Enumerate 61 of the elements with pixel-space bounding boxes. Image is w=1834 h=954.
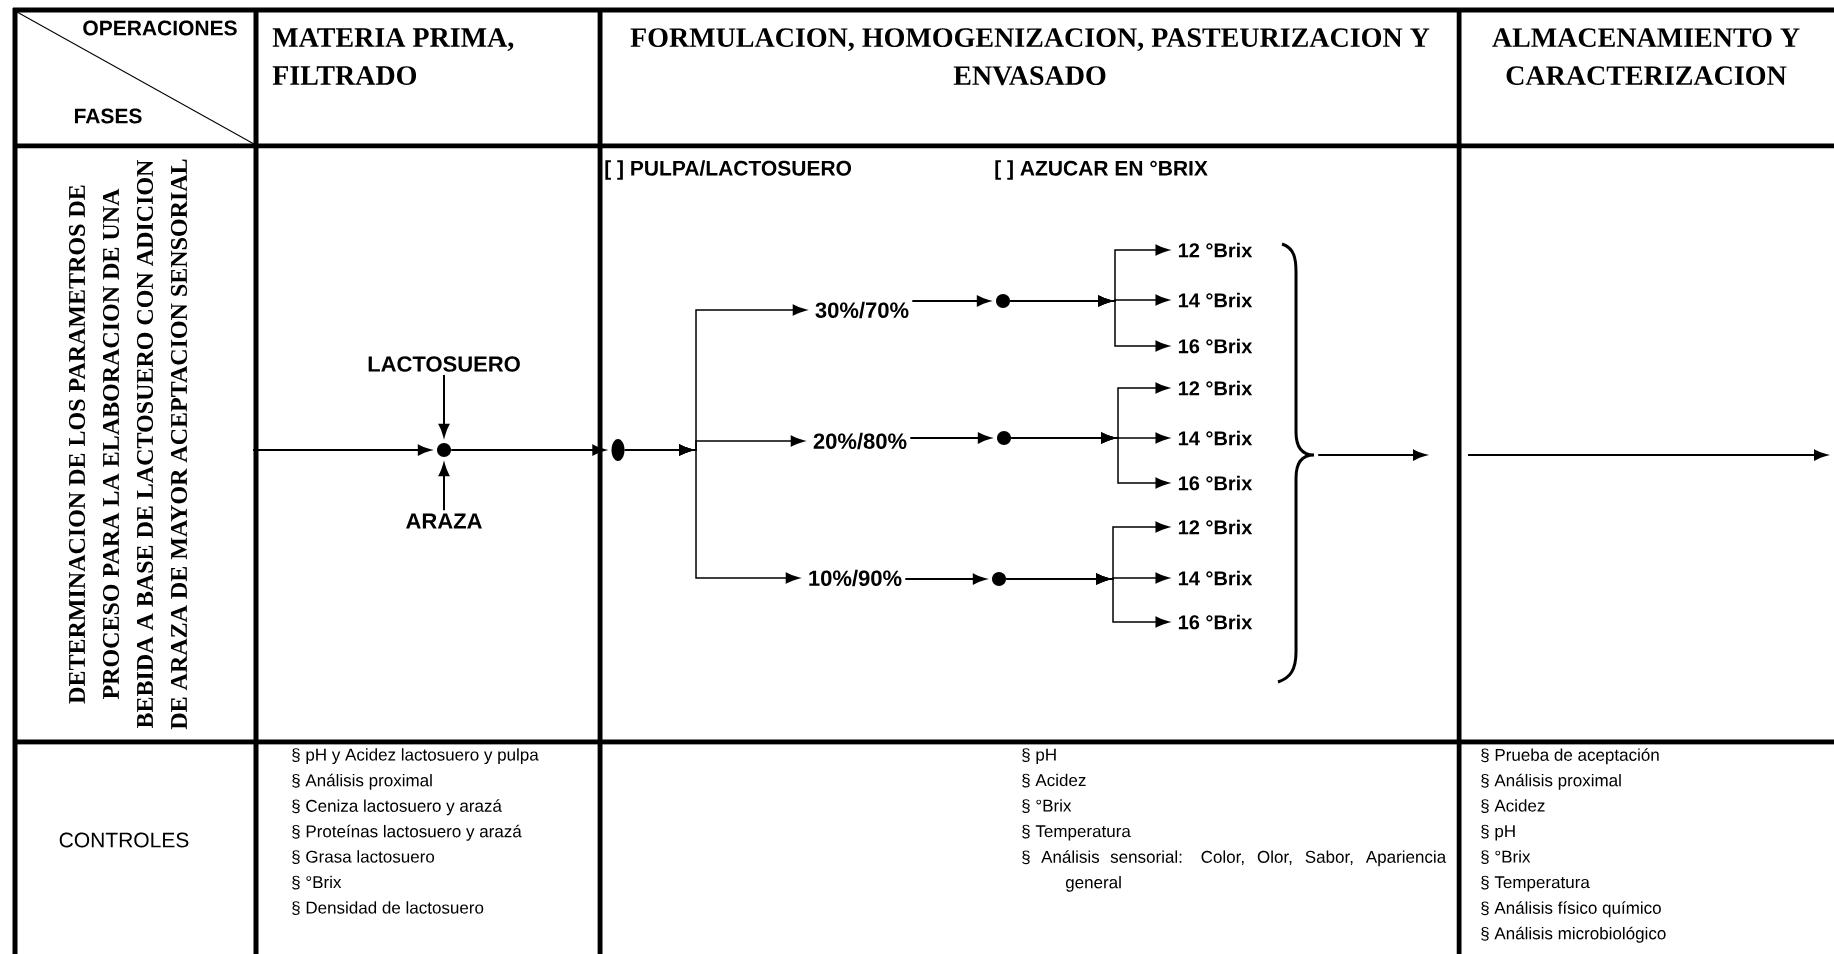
process-label: 14 °Brix [1178,570,1253,586]
process-label: 14 °Brix [1178,292,1253,308]
arrow [1009,295,1170,352]
process-label: 12 °Brix [1178,519,1253,535]
corner-header: FASES [75,108,142,124]
arrow [623,444,800,584]
list-item: § Densidad de lactosuero [292,901,484,915]
list-item: § °Brix [1022,799,1072,813]
arrow [911,295,990,307]
list-item: § Análisis proximal [1481,773,1621,790]
list-item: § Proteínas lactosuero y arazá [292,824,522,841]
process-label: 20%/80% [813,432,907,450]
column-header: ALMACENAMIENTO Y CARACTERIZACION [1492,28,1800,85]
process-label: 10%/90% [809,569,902,587]
junction-dot [997,431,1011,445]
arrow [450,444,606,456]
arrow [1005,573,1170,628]
process-label: 16 °Brix [1178,338,1253,354]
process-label: ARAZA [406,513,482,529]
list-item: § Ceniza lactosuero y arazá [292,799,502,816]
section-heading: [ ] AZUCAR EN °BRIX [995,160,1208,180]
list-item: § pH [1481,824,1515,841]
list-item: § Acidez [1481,799,1545,813]
curly-brace [1277,242,1316,684]
junction-dot [611,439,625,461]
list-item: § Acidez [1022,773,1086,788]
process-label: 16 °Brix [1178,614,1253,630]
row-header: CONTROLES [59,832,189,848]
row-header: DETERMINACION DE LOS PARAMETROS DE PROCESO PARA LA ELABORACION DE UNA BEBIDA A BASE DE LACTOSUERO CON ADICION DE ARAZA DE MAYOR ACEPTACION SENSORIAL [68,159,188,730]
junction-dot [992,572,1006,586]
list-item: § Análisis sensorial: Color, Olor, Sabor, Apariencia general [1022,850,1447,892]
list-item: § pH y Acidez lactosuero y pulpa [292,748,539,765]
list-item: § Temperatura [1022,824,1131,841]
section-heading: [ ] PULPA/LACTOSUERO [605,160,852,180]
list-item: § Grasa lactosuero [292,850,435,864]
arrow [909,432,991,444]
list-item: § Prueba de aceptación [1481,748,1659,765]
column-header: MATERIA PRIMA, FILTRADO [272,28,514,85]
junction-dot [437,443,451,457]
process-label: 30%/70% [815,301,909,319]
arrow [1317,449,1426,461]
process-label: 12 °Brix [1178,380,1253,396]
process-label: 14 °Brix [1178,430,1253,446]
process-label: 12 °Brix [1178,242,1253,258]
process-label: 16 °Brix [1178,475,1253,491]
list-item: § Análisis físico químico [1481,901,1661,918]
list-item: § Análisis microbiológico [1481,926,1666,943]
arrow [438,463,450,512]
list-item: § °Brix [1481,850,1531,864]
junction-dot [996,294,1010,308]
arrow [252,444,431,456]
list-item: § Análisis proximal [292,773,432,790]
column-header: FORMULACION, HOMOGENIZACION, PASTEURIZACION Y ENVASADO [630,28,1430,86]
list-item: § pH [1022,748,1056,765]
arrow [904,573,986,585]
corner-header: OPERACIONES [83,20,237,36]
process-label: LACTOSUERO [368,356,520,372]
list-item: § °Brix [292,875,342,890]
arrow [1010,432,1170,489]
arrow [438,374,450,437]
list-item: § Temperatura [1481,875,1590,892]
